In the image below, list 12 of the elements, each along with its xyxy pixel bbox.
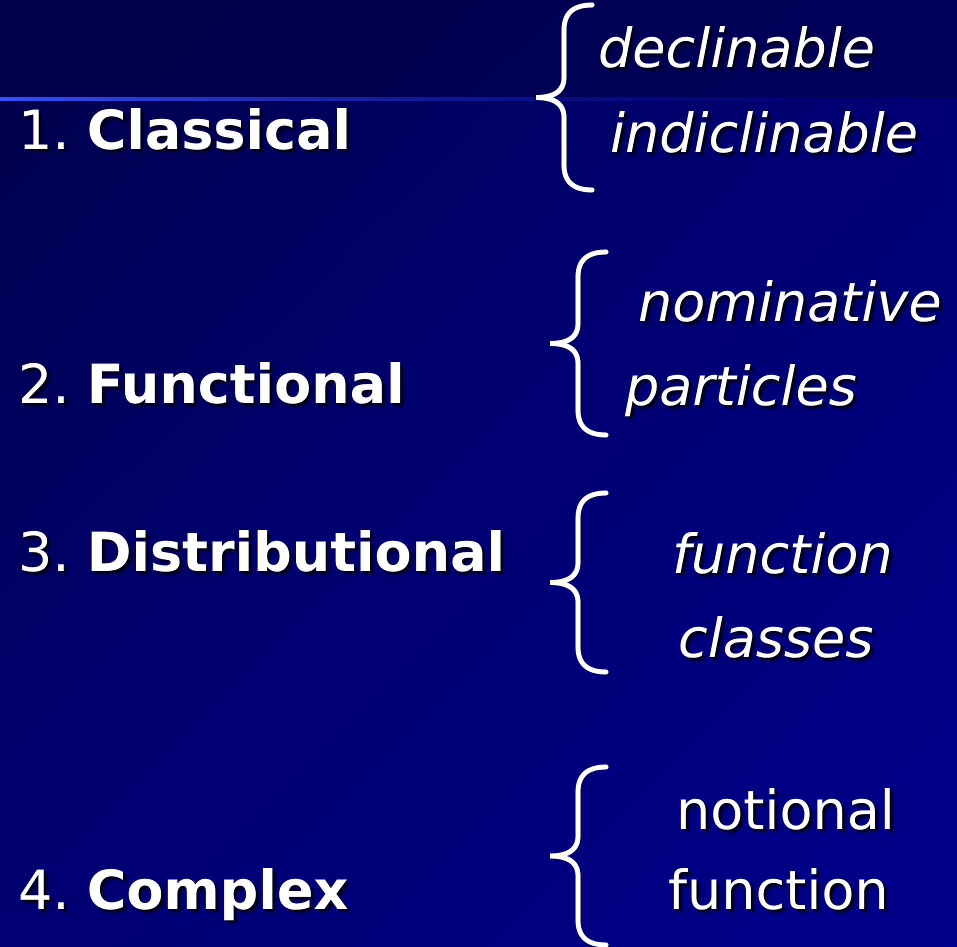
subclass-text: declinable [598,22,876,76]
subclass-text: function [668,864,889,918]
subclass-text: function [672,528,893,582]
subclass-text: nominative [638,276,942,330]
subclass-text: indiclinable [610,107,918,161]
subclass-text: classes [678,612,874,666]
list-item: 1. Classical [18,104,352,158]
list-item: 4. Complex [18,864,348,918]
list-item: 2. Functional [18,358,405,412]
subclass-text: notional [676,784,895,838]
list-item: 3. Distributional [18,526,506,580]
subclass-text: particles [625,360,857,414]
